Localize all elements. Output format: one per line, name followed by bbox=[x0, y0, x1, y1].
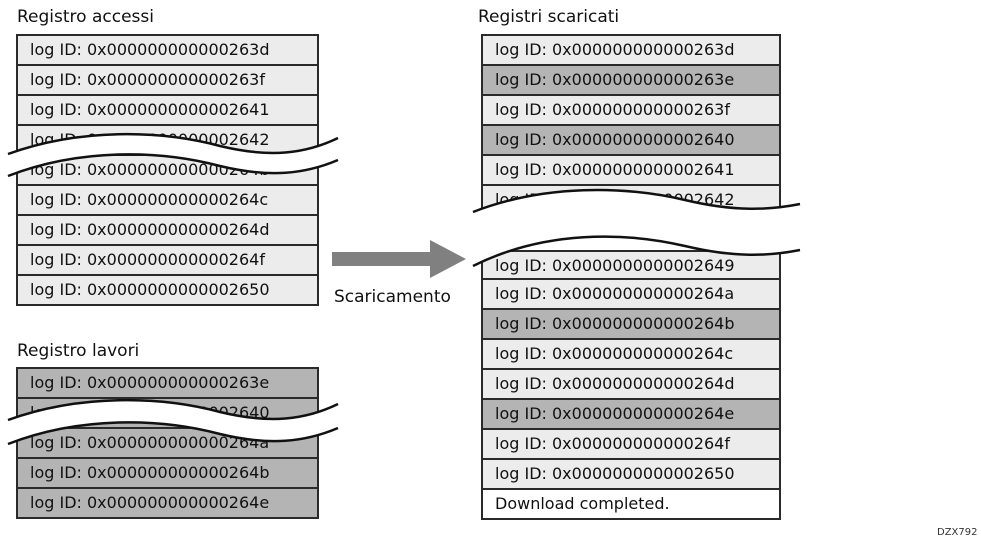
access-log-entry: log ID: 0x000000000000264f bbox=[16, 244, 319, 276]
job-log-entry: log ID: 0x000000000000264e bbox=[16, 487, 319, 519]
job-log-break bbox=[7, 398, 339, 446]
access-log-entry: log ID: 0x000000000000264d bbox=[16, 214, 319, 246]
downloaded-log-entry: log ID: 0x000000000000264a bbox=[481, 278, 781, 310]
job-log-title: Registro lavori bbox=[17, 341, 140, 361]
access-log-title: Registro accessi bbox=[17, 7, 154, 27]
figure-code: DZX792 bbox=[937, 527, 978, 538]
downloaded-log-entry: log ID: 0x000000000000263f bbox=[481, 94, 781, 126]
downloaded-log-entry: log ID: 0x000000000000264e bbox=[481, 398, 781, 430]
downloaded-log-entry: log ID: 0x000000000000264c bbox=[481, 338, 781, 370]
download-completed-row: Download completed. bbox=[481, 488, 781, 520]
downloaded-log-entry: log ID: 0x000000000000263e bbox=[481, 64, 781, 96]
downloaded-log-entry: log ID: 0x0000000000002640 bbox=[481, 124, 781, 156]
access-log-break bbox=[7, 132, 339, 178]
download-arrow-icon bbox=[332, 240, 466, 278]
access-log-entry: log ID: 0x0000000000002641 bbox=[16, 94, 319, 126]
access-log-entry: log ID: 0x0000000000002650 bbox=[16, 274, 319, 306]
downloaded-logs-title: Registri scaricati bbox=[478, 7, 620, 27]
access-log-entry: log ID: 0x000000000000264c bbox=[16, 184, 319, 216]
downloaded-log-entry: log ID: 0x000000000000264d bbox=[481, 368, 781, 400]
downloaded-log-entry: log ID: 0x000000000000264f bbox=[481, 428, 781, 460]
access-log-entry: log ID: 0x000000000000263d bbox=[16, 34, 319, 66]
downloaded-log-break bbox=[472, 188, 801, 268]
downloaded-log-entry: log ID: 0x000000000000264b bbox=[481, 308, 781, 340]
downloaded-log-entry: log ID: 0x0000000000002641 bbox=[481, 154, 781, 186]
downloaded-log-entry: log ID: 0x0000000000002650 bbox=[481, 458, 781, 490]
job-log-entry: log ID: 0x000000000000264b bbox=[16, 457, 319, 489]
download-arrow-label: Scaricamento bbox=[334, 287, 451, 307]
access-log-entry: log ID: 0x000000000000263f bbox=[16, 64, 319, 96]
downloaded-log-entry: log ID: 0x000000000000263d bbox=[481, 34, 781, 66]
